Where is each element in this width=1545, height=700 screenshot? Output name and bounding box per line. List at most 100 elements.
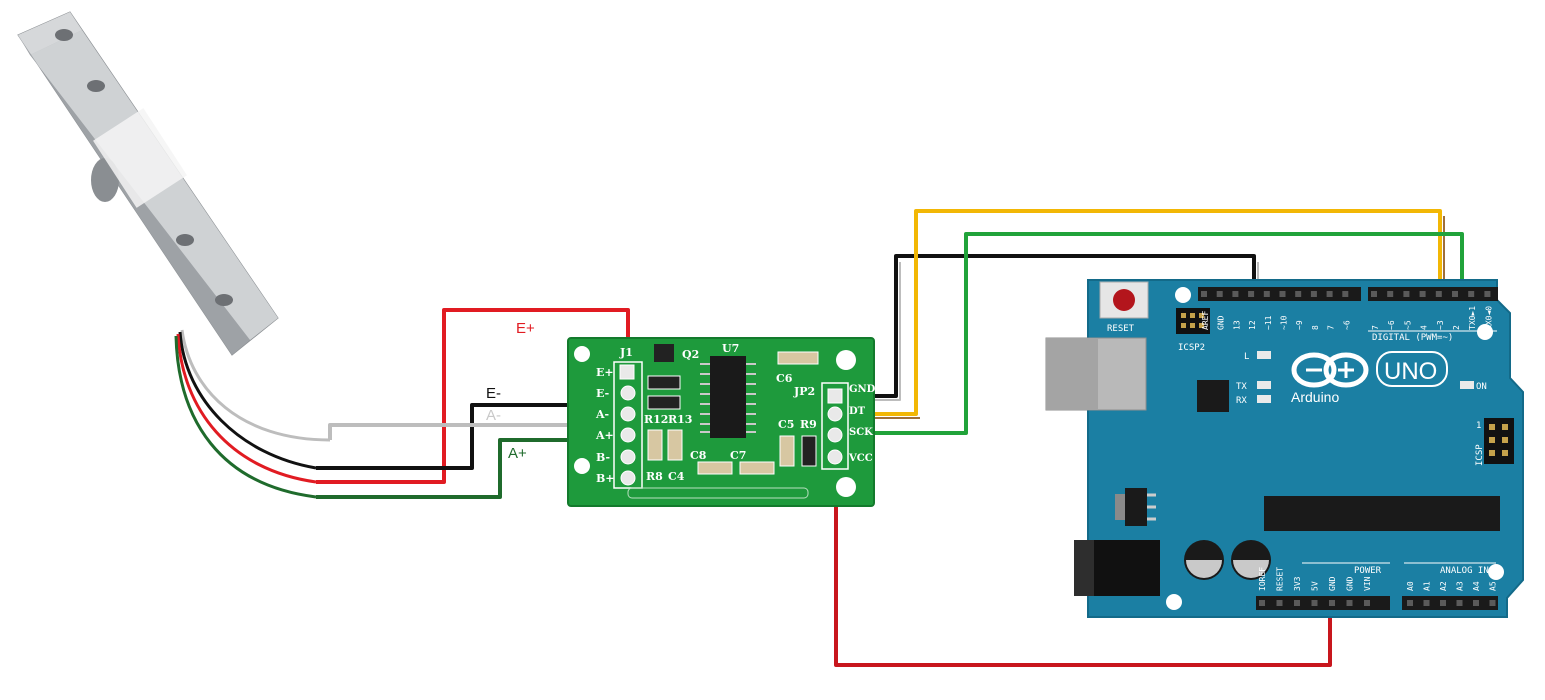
header-pin[interactable] <box>1310 291 1317 297</box>
header-pin[interactable] <box>1419 291 1426 297</box>
header-pin[interactable] <box>1473 600 1479 606</box>
analog-label: ANALOG IN <box>1440 566 1489 576</box>
hx711-header-jp2: JP2 <box>793 385 815 398</box>
header-pin[interactable] <box>1342 291 1349 297</box>
analog-pin-label: A2 <box>1439 581 1448 591</box>
led-l-label: L <box>1244 352 1249 362</box>
icsp-header <box>1484 418 1514 464</box>
header-pin[interactable] <box>1263 291 1270 297</box>
digital-pin-label: ~9 <box>1295 320 1304 330</box>
hx711-label-r12: R12 <box>644 413 668 426</box>
reset-button-cap[interactable] <box>1113 289 1135 311</box>
header-pin[interactable] <box>1276 600 1283 606</box>
digital-header-right <box>1368 287 1498 301</box>
wire-e-plus <box>316 308 630 484</box>
header-pin[interactable] <box>1468 291 1475 297</box>
header-pin[interactable] <box>1435 291 1442 297</box>
digital-pin-label: 4 <box>1420 325 1429 330</box>
wire-label-a-minus: A- <box>486 407 501 424</box>
wire-gnd <box>834 254 1256 398</box>
analog-header <box>1402 596 1498 610</box>
hx711-pin-e-minus: E- <box>596 387 609 400</box>
header-pin[interactable] <box>1387 291 1394 297</box>
hx711-board: E+ E- A- A+ B- B+ GND DT SCK VCC J1 JP2 … <box>567 337 876 507</box>
digital-pin-label: AREF <box>1201 311 1210 330</box>
board-brand: Arduino <box>1291 389 1339 405</box>
hx711-label-r9: R9 <box>800 418 817 431</box>
header-pin[interactable] <box>1295 291 1302 297</box>
reset-label: RESET <box>1107 324 1135 334</box>
hx711-label-c8: C8 <box>690 449 707 462</box>
digital-pin-label: ~11 <box>1264 315 1273 330</box>
wire-label-e-plus: E+ <box>516 320 535 337</box>
wires <box>316 209 1464 667</box>
analog-pin-label: A1 <box>1423 581 1432 591</box>
hx711-header-j1: J1 <box>619 346 633 359</box>
digital-pin-label: GND <box>1217 315 1226 330</box>
hx711-pin-a-minus: A- <box>595 408 609 421</box>
power-pin-label: GND <box>1346 576 1355 591</box>
header-pin[interactable] <box>1423 600 1430 606</box>
header-pin[interactable] <box>1403 291 1410 297</box>
arduino-uno: RESET ICSP2 L TX RX ON <box>1045 279 1524 618</box>
header-pin[interactable] <box>1279 291 1286 297</box>
hx711-pin-e-plus: E+ <box>596 366 614 379</box>
board-model: UNO <box>1384 358 1437 385</box>
mount-hole <box>1175 287 1191 303</box>
mount-hole <box>836 350 856 370</box>
hx711-label-q2: Q2 <box>682 348 699 361</box>
header-pin[interactable] <box>1329 600 1335 606</box>
header-pin[interactable] <box>1346 600 1353 606</box>
hx711-label-c7: C7 <box>730 449 746 462</box>
hx711-right-pads <box>827 388 843 465</box>
header-pin[interactable] <box>1232 291 1239 297</box>
led-rx <box>1257 395 1271 403</box>
header-pin[interactable] <box>1371 291 1377 297</box>
hx711-label-r8: R8 <box>646 470 663 483</box>
header-pin[interactable] <box>1456 600 1463 606</box>
header-pin[interactable] <box>1326 291 1333 297</box>
icsp2-header <box>1176 308 1210 334</box>
header-pin[interactable] <box>1452 291 1458 297</box>
digital-pin-label: ~6 <box>1342 320 1351 330</box>
digital-pin-label: ~5 <box>1403 320 1412 330</box>
digital-pin-label: RX0◄0 <box>1484 306 1493 330</box>
analog-pin-label: A3 <box>1456 581 1465 591</box>
header-pin[interactable] <box>1216 291 1223 297</box>
power-pin-label: IOREF <box>1258 567 1267 591</box>
hx711-pin-b-plus: B+ <box>596 472 615 485</box>
hx711-label-r13: R13 <box>668 413 692 426</box>
analog-pin-label: A5 <box>1489 581 1498 591</box>
header-pin[interactable] <box>1259 600 1265 606</box>
hx711-label-c5: C5 <box>778 418 794 431</box>
wire-label-a-plus: A+ <box>508 445 527 462</box>
digital-pin-label: 7 <box>1371 325 1380 330</box>
capacitor <box>1184 540 1224 580</box>
header-pin[interactable] <box>1440 600 1446 606</box>
digital-pin-label: 2 <box>1452 325 1461 330</box>
header-pin[interactable] <box>1407 600 1413 606</box>
header-pin[interactable] <box>1294 600 1300 606</box>
led-l <box>1257 351 1271 359</box>
header-pin[interactable] <box>1311 600 1318 606</box>
hx711-pin-sck: SCK <box>849 427 873 438</box>
header-pin[interactable] <box>1248 291 1255 297</box>
header-pin[interactable] <box>1484 291 1491 297</box>
header-pin[interactable] <box>1201 291 1207 297</box>
mount-hole <box>1166 594 1182 610</box>
arduino-logo-icon <box>1291 352 1369 388</box>
header-pin[interactable] <box>1364 600 1370 606</box>
led-tx <box>1257 381 1271 389</box>
header-pin[interactable] <box>1489 600 1496 606</box>
led-on-label: ON <box>1476 382 1487 392</box>
icsp-label: ICSP <box>1475 444 1485 466</box>
digital-pin-label: 8 <box>1311 325 1320 330</box>
wire-dt <box>834 209 1442 416</box>
mount-hole <box>1488 564 1504 580</box>
digital-pin-label: 12 <box>1248 320 1257 330</box>
atmega-chip <box>1264 496 1500 531</box>
icsp-pin1-label: 1 <box>1476 421 1481 431</box>
digital-pin-label: ~3 <box>1436 320 1445 330</box>
